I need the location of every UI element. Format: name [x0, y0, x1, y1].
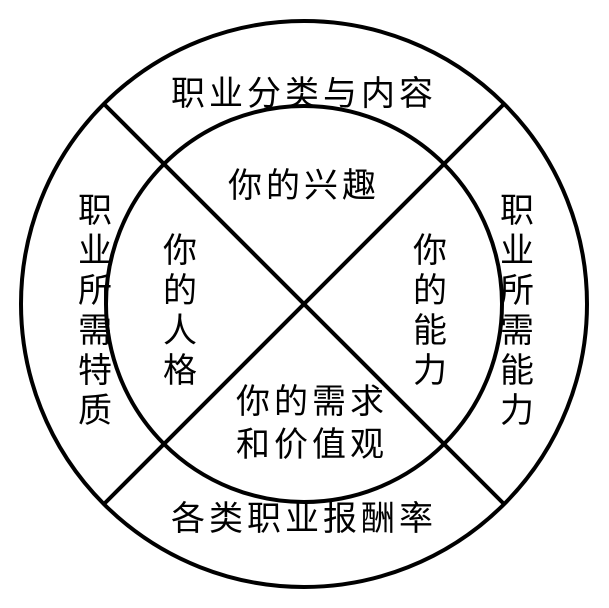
outer-right-char: 需 [500, 311, 534, 351]
inner-left-char: 的 [163, 271, 197, 311]
outer-left-char: 需 [78, 311, 112, 351]
outer-right-char: 职 [500, 191, 534, 231]
outer-right-char: 力 [500, 391, 534, 431]
outer-right-char: 业 [500, 231, 534, 271]
outer-left-label: 职 业 所 需 特 质 [78, 191, 112, 431]
inner-right-char: 能 [413, 311, 447, 351]
inner-left-char: 格 [163, 351, 197, 391]
outer-left-char: 职 [78, 191, 112, 231]
inner-top-label: 你的兴趣 [228, 166, 380, 206]
inner-right-char: 你 [413, 231, 447, 271]
inner-circle [104, 104, 504, 504]
outer-top-label: 职业分类与内容 [171, 74, 437, 114]
outer-left-char: 所 [78, 271, 112, 311]
inner-bottom-label: 你的需求 和价值观 [236, 382, 388, 465]
inner-bottom-line-1: 你的需求 [236, 382, 388, 422]
inner-right-char: 力 [413, 351, 447, 391]
inner-left-label: 你 的 人 格 [163, 231, 197, 391]
outer-bottom-label: 各类职业报酬率 [171, 499, 437, 539]
inner-right-label: 你 的 能 力 [413, 231, 447, 391]
divider-line-top-right-to-bottom-left [102, 102, 506, 506]
outer-left-char: 特 [78, 351, 112, 391]
outer-left-char: 质 [78, 391, 112, 431]
outer-circle [19, 19, 589, 589]
inner-left-char: 你 [163, 231, 197, 271]
outer-right-char: 能 [500, 351, 534, 391]
outer-right-char: 所 [500, 271, 534, 311]
outer-right-label: 职 业 所 需 能 力 [500, 191, 534, 431]
outer-left-char: 业 [78, 231, 112, 271]
inner-bottom-line-2: 和价值观 [236, 425, 388, 465]
inner-left-char: 人 [163, 311, 197, 351]
inner-right-char: 的 [413, 271, 447, 311]
